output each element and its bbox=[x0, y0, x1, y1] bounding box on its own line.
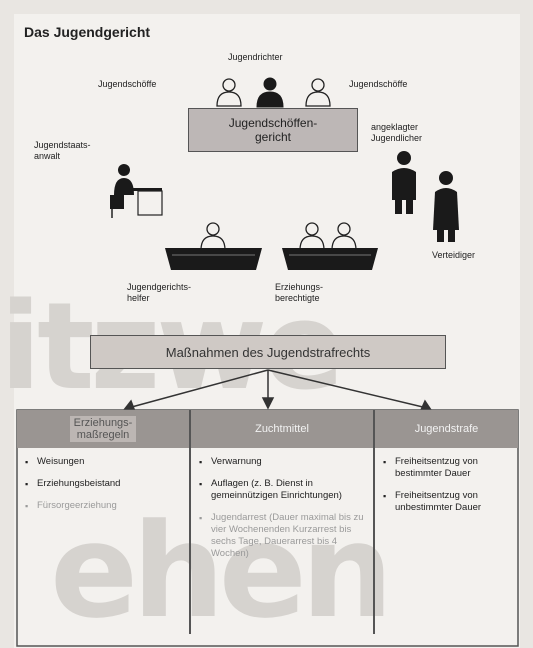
label-jugendrichter: Jugendrichter bbox=[228, 52, 283, 62]
label-staatsanwalt: Jugendstaats- anwalt bbox=[34, 140, 91, 161]
judge-figure bbox=[256, 77, 284, 108]
list-item: Weisungen bbox=[23, 456, 183, 468]
desk-gerichtshelfer bbox=[165, 248, 262, 270]
label-schoeffe-left: Jugendschöffe bbox=[98, 79, 157, 89]
erziehungsberechtigte-figure-1 bbox=[299, 222, 325, 251]
item-list: Verwarnung Auflagen (z. B. Dienst in gem… bbox=[191, 448, 373, 560]
item-list: Freiheitsentzug von bestimmter Dauer Fre… bbox=[375, 448, 518, 514]
list-item: Freiheitsentzug von unbestimmter Dauer bbox=[381, 490, 512, 514]
diagram-title: Das Jugendgericht bbox=[24, 24, 151, 40]
item-list: Weisungen Erziehungsbeistand Fürsorgeerz… bbox=[17, 448, 189, 512]
list-item: Auflagen (z. B. Dienst in gemeinnützigen… bbox=[197, 478, 367, 502]
list-item: Fürsorgeerziehung bbox=[23, 500, 183, 512]
column-head-zuchtmittel: Zuchtmittel bbox=[191, 410, 373, 448]
label-erziehungsberechtigte: Erziehungs- berechtigte bbox=[275, 282, 324, 303]
column-head-jugendstrafe: Jugendstrafe bbox=[375, 410, 518, 448]
staatsanwalt-figure bbox=[110, 164, 163, 218]
column-head-erziehungsmassregeln: Erziehungs- maßregeln bbox=[17, 410, 189, 448]
jugendschoeffengericht-box: Jugendschöffen- gericht bbox=[188, 108, 358, 152]
arrows bbox=[122, 369, 433, 411]
column-erziehungsmassregeln: Weisungen Erziehungsbeistand Fürsorgeerz… bbox=[17, 448, 189, 634]
list-item: Freiheitsentzug von bestimmter Dauer bbox=[381, 456, 512, 480]
schoeffe-right-figure bbox=[305, 78, 331, 107]
massnahmen-label: Maßnahmen des Jugendstrafrechts bbox=[165, 344, 371, 360]
verteidiger-figure bbox=[433, 171, 459, 242]
label-angeklagter: angeklagter Jugendlicher bbox=[371, 122, 423, 143]
angeklagter-figure bbox=[392, 151, 416, 214]
list-item: Erziehungsbeistand bbox=[23, 478, 183, 490]
label-gerichtshelfer: Jugendgerichts- helfer bbox=[127, 282, 192, 303]
column-head-label: Jugendstrafe bbox=[414, 423, 479, 435]
column-jugendstrafe: Freiheitsentzug von bestimmter Dauer Fre… bbox=[375, 448, 518, 634]
massnahmen-box: Maßnahmen des Jugendstrafrechts bbox=[90, 335, 446, 369]
jugendschoeffengericht-label: Jugendschöffen- gericht bbox=[228, 116, 318, 144]
desk-erziehungsberechtigte bbox=[282, 248, 378, 270]
list-item: Verwarnung bbox=[197, 456, 367, 468]
column-head-label: Zuchtmittel bbox=[255, 423, 309, 435]
column-zuchtmittel: Verwarnung Auflagen (z. B. Dienst in gem… bbox=[191, 448, 373, 634]
column-divider-1 bbox=[189, 410, 191, 634]
gerichtshelfer-figure bbox=[200, 222, 226, 251]
column-head-label: Erziehungs- maßregeln bbox=[69, 416, 137, 442]
column-divider-2 bbox=[373, 410, 375, 634]
schoeffe-left-figure bbox=[216, 78, 242, 107]
erziehungsberechtigte-figure-2 bbox=[331, 222, 357, 251]
label-verteidiger: Verteidiger bbox=[432, 250, 476, 260]
list-item: Jugendarrest (Dauer maximal bis zu vier … bbox=[197, 512, 367, 560]
label-schoeffe-right: Jugendschöffe bbox=[349, 79, 408, 89]
